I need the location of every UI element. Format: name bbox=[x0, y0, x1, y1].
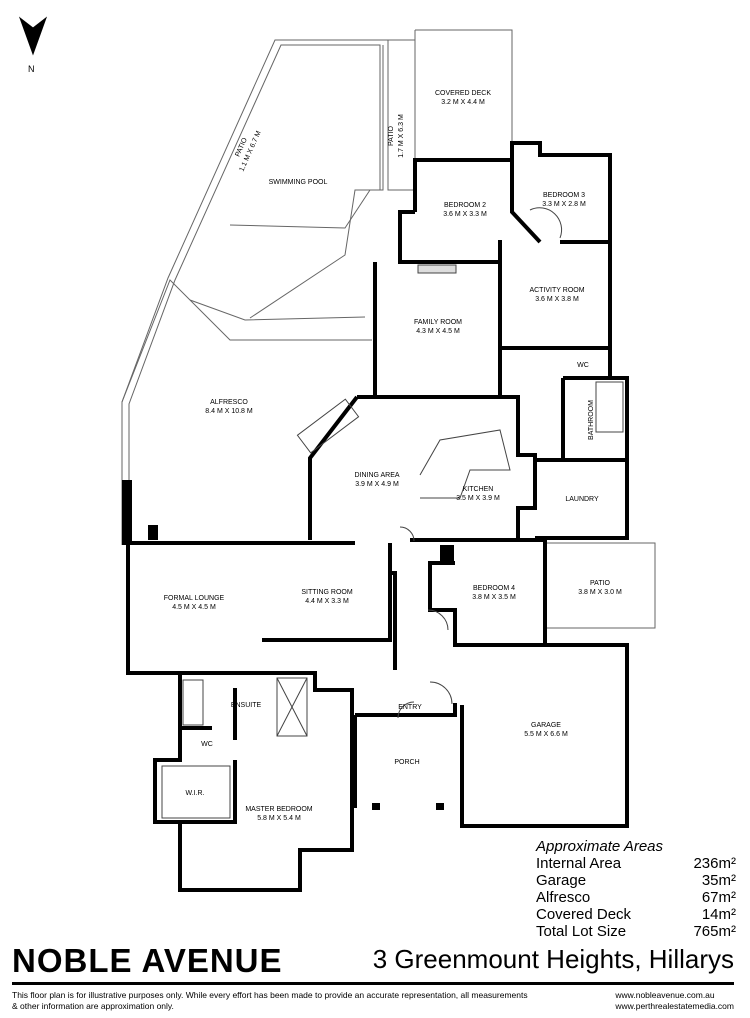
room-kitchen-name: KITCHEN bbox=[463, 486, 494, 493]
room-formal-dims: 4.5 M X 4.5 M bbox=[172, 604, 216, 611]
areas-row: Covered Deck 14m² bbox=[536, 906, 736, 923]
room-alfresco-dims: 8.4 M X 10.8 M bbox=[205, 408, 253, 415]
floor-plan: COVERED DECK 3.2 M X 4.4 M PATIO 1.7 M X… bbox=[121, 29, 656, 892]
room-bedroom2-name: BEDROOM 2 bbox=[444, 202, 486, 209]
room-patio-right-dims: 3.8 M X 3.0 M bbox=[578, 589, 622, 596]
room-patio-top-name: PATIO bbox=[388, 125, 395, 146]
website-link[interactable]: www.nobleavenue.com.au bbox=[615, 990, 715, 1000]
room-wc-ensuite-name: WC bbox=[201, 741, 213, 748]
room-garage-dims: 5.5 M X 6.6 M bbox=[524, 731, 568, 738]
room-ensuite-name: ENSUITE bbox=[231, 702, 262, 709]
room-patio-right-name: PATIO bbox=[590, 580, 611, 587]
room-entry-name: ENTRY bbox=[398, 704, 422, 711]
areas-row: Total Lot Size 765m² bbox=[536, 923, 736, 940]
room-dining-dims: 3.9 M X 4.9 M bbox=[355, 481, 399, 488]
areas-label: Covered Deck bbox=[536, 906, 632, 923]
areas-label: Alfresco bbox=[536, 889, 591, 906]
room-garage-name: GARAGE bbox=[531, 722, 561, 729]
website-link[interactable]: www.perthrealestatemedia.com bbox=[615, 1001, 734, 1011]
room-sitting-dims: 4.4 M X 3.3 M bbox=[305, 598, 349, 605]
areas-row: Internal Area 236m² bbox=[536, 855, 736, 872]
property-address: 3 Greenmount Heights, Hillarys bbox=[372, 944, 734, 974]
room-bedroom3-dims: 3.3 M X 2.8 M bbox=[542, 201, 586, 208]
room-covered-deck-name: COVERED DECK bbox=[435, 90, 491, 97]
areas-value: 765m² bbox=[693, 923, 736, 940]
areas-label: Total Lot Size bbox=[536, 923, 627, 940]
website-links: www.nobleavenue.com.au www.perthrealesta… bbox=[615, 990, 734, 1012]
room-dining-name: DINING AREA bbox=[354, 472, 399, 479]
areas-table: Approximate Areas Internal Area 236m² Ga… bbox=[536, 838, 736, 940]
room-porch-name: PORCH bbox=[394, 759, 419, 766]
room-master-dims: 5.8 M X 5.4 M bbox=[257, 815, 301, 822]
areas-row: Garage 35m² bbox=[536, 872, 736, 889]
room-master-name: MASTER BEDROOM bbox=[245, 806, 312, 813]
areas-value: 67m² bbox=[701, 889, 736, 906]
north-label: N bbox=[28, 64, 35, 74]
north-arrow-icon bbox=[18, 16, 48, 56]
room-wir-name: W.I.R. bbox=[185, 790, 204, 797]
areas-title: Approximate Areas bbox=[536, 838, 664, 855]
room-laundry-name: LAUNDRY bbox=[565, 496, 599, 503]
room-bedroom3-name: BEDROOM 3 bbox=[543, 192, 585, 199]
room-sitting-name: SITTING ROOM bbox=[301, 589, 353, 596]
room-formal-name: FORMAL LOUNGE bbox=[164, 595, 225, 602]
disclaimer-text: This floor plan is for illustrative purp… bbox=[12, 990, 528, 1011]
areas-value: 236m² bbox=[693, 855, 736, 872]
room-bedroom4-name: BEDROOM 4 bbox=[473, 585, 515, 592]
areas-row: Alfresco 67m² bbox=[536, 889, 736, 906]
room-pool-name: SWIMMING POOL bbox=[269, 179, 328, 186]
room-activity-dims: 3.6 M X 3.8 M bbox=[535, 296, 579, 303]
room-patio-top-dims: 1.7 M X 6.3 M bbox=[398, 114, 405, 158]
areas-value: 14m² bbox=[701, 906, 736, 923]
room-family-name: FAMILY ROOM bbox=[414, 319, 462, 326]
room-activity-name: ACTIVITY ROOM bbox=[529, 287, 584, 294]
room-alfresco-name: ALFRESCO bbox=[210, 399, 248, 406]
room-bathroom-name: BATHROOM bbox=[588, 400, 595, 440]
room-wc-top-name: WC bbox=[577, 362, 589, 369]
brand-logo: NOBLE AVENUE bbox=[12, 942, 283, 979]
areas-value: 35m² bbox=[701, 872, 736, 889]
footer-divider bbox=[12, 982, 734, 985]
room-bedroom2-dims: 3.6 M X 3.3 M bbox=[443, 211, 487, 218]
room-family-dims: 4.3 M X 4.5 M bbox=[416, 328, 460, 335]
room-kitchen-dims: 3.5 M X 3.9 M bbox=[456, 495, 500, 502]
room-covered-deck-dims: 3.2 M X 4.4 M bbox=[441, 99, 485, 106]
areas-label: Internal Area bbox=[536, 855, 622, 872]
room-bedroom4-dims: 3.8 M X 3.5 M bbox=[472, 594, 516, 601]
areas-label: Garage bbox=[536, 872, 587, 889]
